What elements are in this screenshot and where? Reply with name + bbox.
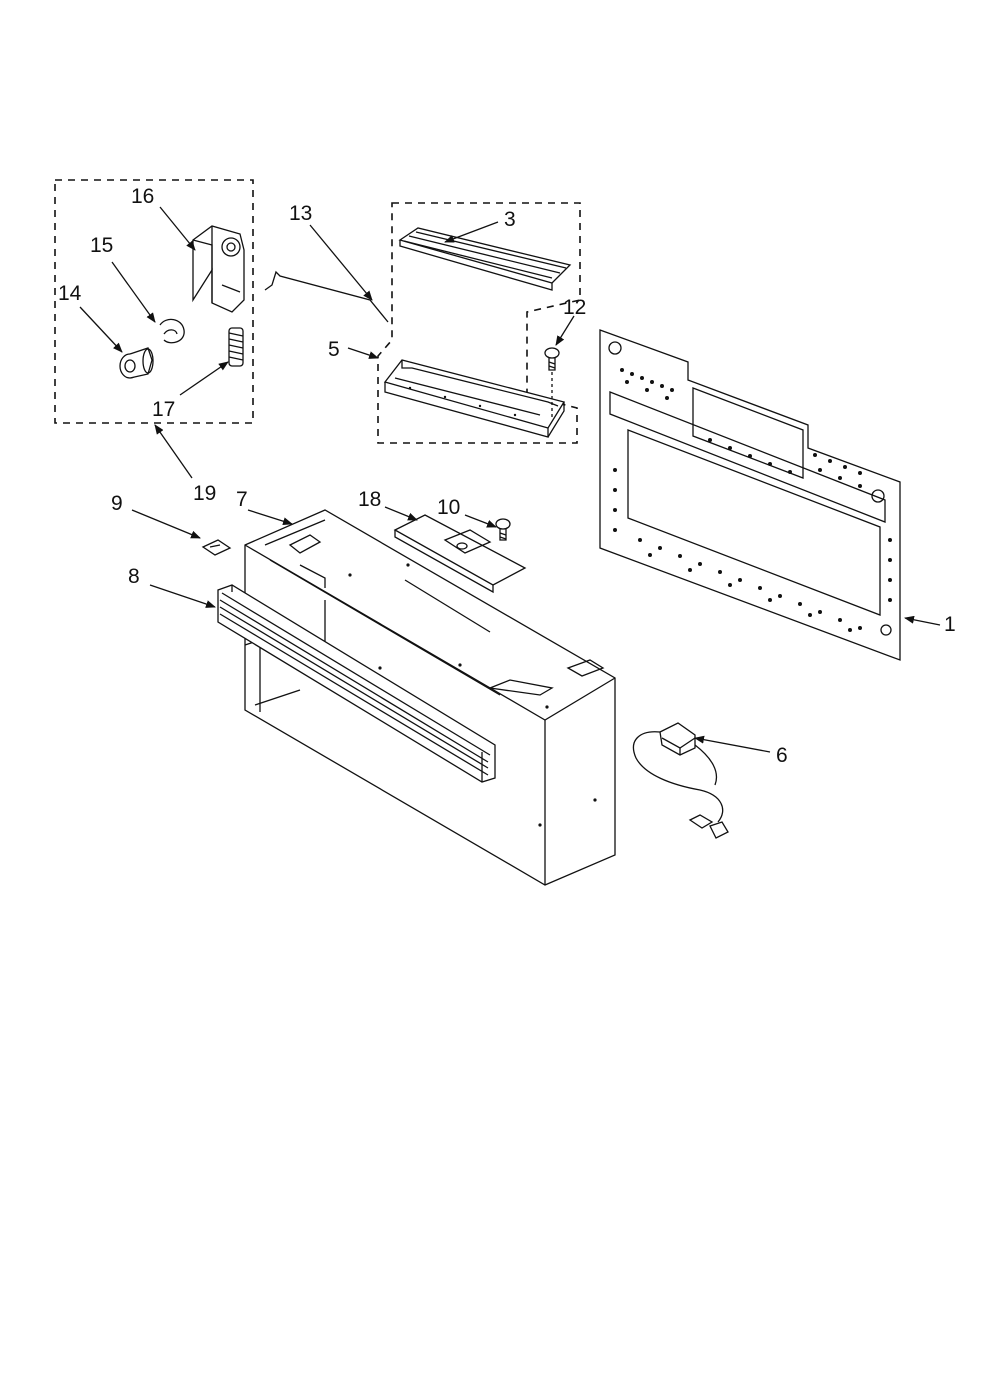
callout-7: 7 xyxy=(236,488,248,511)
part-16-latch-bracket xyxy=(192,225,245,313)
arrow-13 xyxy=(309,224,373,301)
arrow-7 xyxy=(247,509,293,526)
callout-10: 10 xyxy=(437,496,460,519)
callout-19: 19 xyxy=(193,482,216,505)
callout-labels: 16 15 14 17 19 13 3 5 12 1 6 7 9 8 18 10 xyxy=(58,185,956,767)
arrow-12 xyxy=(555,315,575,346)
part-7-cabinet xyxy=(244,509,616,886)
callout-9: 9 xyxy=(111,492,123,515)
arrow-17 xyxy=(179,361,229,396)
callout-3: 3 xyxy=(504,208,516,231)
mounting-plate-holes xyxy=(613,368,892,632)
part-8-vent-grille xyxy=(217,584,496,783)
part-13-wire-rod xyxy=(264,270,389,323)
arrow-14 xyxy=(79,306,123,353)
part-17-spring xyxy=(228,327,244,367)
arrow-3 xyxy=(444,221,499,243)
callout-1: 1 xyxy=(944,613,956,636)
part-1-mounting-plate xyxy=(599,329,901,661)
callout-18: 18 xyxy=(358,488,381,511)
arrow-1 xyxy=(904,615,941,626)
callout-12: 12 xyxy=(563,296,586,319)
damper-group-box xyxy=(377,202,581,444)
part-14-latch-button xyxy=(119,347,154,379)
arrow-9 xyxy=(131,509,201,539)
part-5-damper-tray xyxy=(383,359,566,438)
arrow-18 xyxy=(384,506,418,521)
arrow-6 xyxy=(694,735,771,753)
arrow-19 xyxy=(154,424,193,479)
callout-5: 5 xyxy=(328,338,340,361)
callout-17: 17 xyxy=(152,398,175,421)
arrow-16 xyxy=(159,206,196,251)
latch-kit-group-box xyxy=(54,179,254,424)
part-9-small-clip xyxy=(201,539,232,556)
callout-16: 16 xyxy=(131,185,154,208)
part-12-screw xyxy=(544,347,560,420)
arrow-8 xyxy=(149,584,216,608)
arrow-5 xyxy=(347,347,379,359)
callout-arrows xyxy=(79,206,941,753)
callout-6: 6 xyxy=(776,744,788,767)
callout-15: 15 xyxy=(90,234,113,257)
part-15-clip xyxy=(159,318,185,344)
arrow-10 xyxy=(464,514,497,528)
callout-14: 14 xyxy=(58,282,82,305)
part-3-rail xyxy=(398,227,572,291)
part-6-thermal-switch xyxy=(632,722,729,839)
callout-13: 13 xyxy=(289,202,312,225)
arrow-15 xyxy=(111,261,156,323)
callout-8: 8 xyxy=(128,565,140,588)
part-10-screw xyxy=(495,518,511,541)
